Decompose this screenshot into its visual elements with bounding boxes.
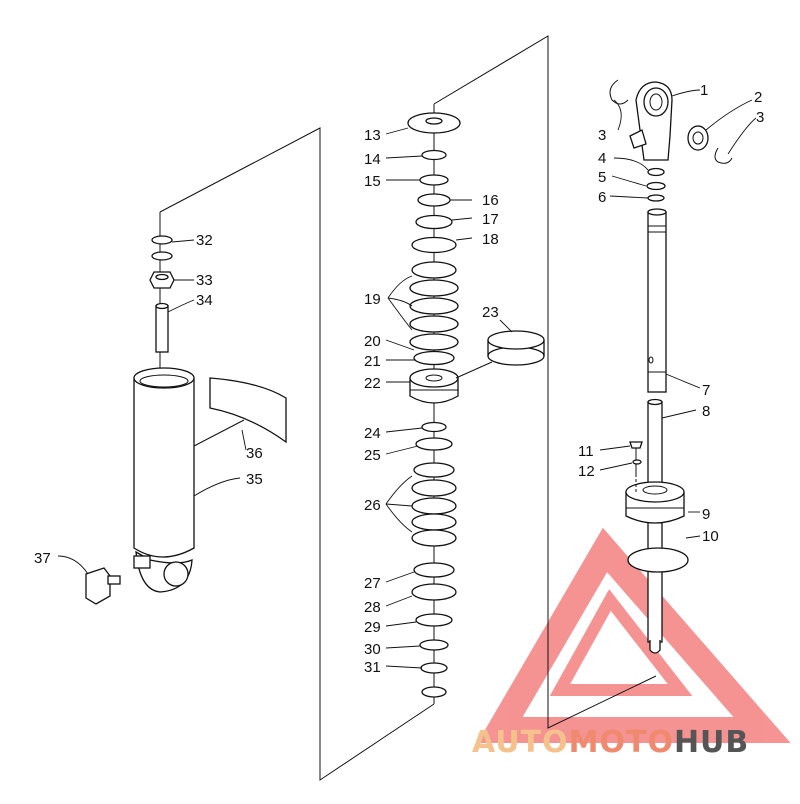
callout-22: 22 [364,375,381,392]
callout-13: 13 [364,127,381,144]
callout-1: 1 [700,82,708,99]
watermark-wordmark: AUTOMOTOHUB [472,725,749,760]
callout-33: 33 [196,272,213,289]
leader-lines [57,89,757,669]
callout-37: 37 [34,550,51,567]
callout-27: 27 [364,575,381,592]
callout-16: 16 [482,192,499,209]
callout-19: 19 [364,291,381,308]
callout-24: 24 [364,425,381,442]
callout-31: 31 [364,659,381,676]
callout-10: 10 [702,528,719,545]
watermark-auto: AUTO [472,725,569,760]
callout-28: 28 [364,599,381,616]
callout-21: 21 [364,353,381,370]
callout-15: 15 [364,173,381,190]
callout-36: 36 [246,445,263,462]
callout-labels: 1 2 3 3 4 5 6 7 8 9 10 11 12 13 14 15 16… [34,82,764,676]
callout-32: 32 [196,232,213,249]
callout-12: 12 [578,463,595,480]
callout-2: 2 [754,89,762,106]
valve-stack [407,104,545,704]
reservoir-assembly [85,212,287,605]
callout-3: 3 [598,127,606,144]
callout-17: 17 [482,211,499,228]
callout-20: 20 [364,333,381,350]
watermark-hub: HUB [674,725,749,760]
assembly-frame-lines [159,35,657,781]
callout-25: 25 [364,447,381,464]
callout-4: 4 [598,150,606,167]
callout-29: 29 [364,619,381,636]
shock-body-assembly [609,79,733,654]
watermark-logo [477,527,791,743]
callout-8: 8 [702,403,710,420]
callout-11: 11 [578,443,594,460]
callout-5: 5 [598,169,606,186]
callout-6: 6 [598,189,606,206]
callout-3: 3 [756,109,764,126]
callout-26: 26 [364,497,381,514]
callout-35: 35 [246,471,263,488]
callout-7: 7 [702,382,710,399]
watermark-moto: MOTO [569,725,674,760]
callout-23: 23 [482,304,499,321]
callout-9: 9 [702,506,710,523]
svg-text:AUTOMOTOHUB: AUTOMOTOHUB [472,725,749,760]
callout-18: 18 [482,231,499,248]
callout-30: 30 [364,641,381,658]
callout-34: 34 [196,292,213,309]
callout-14: 14 [364,151,381,168]
